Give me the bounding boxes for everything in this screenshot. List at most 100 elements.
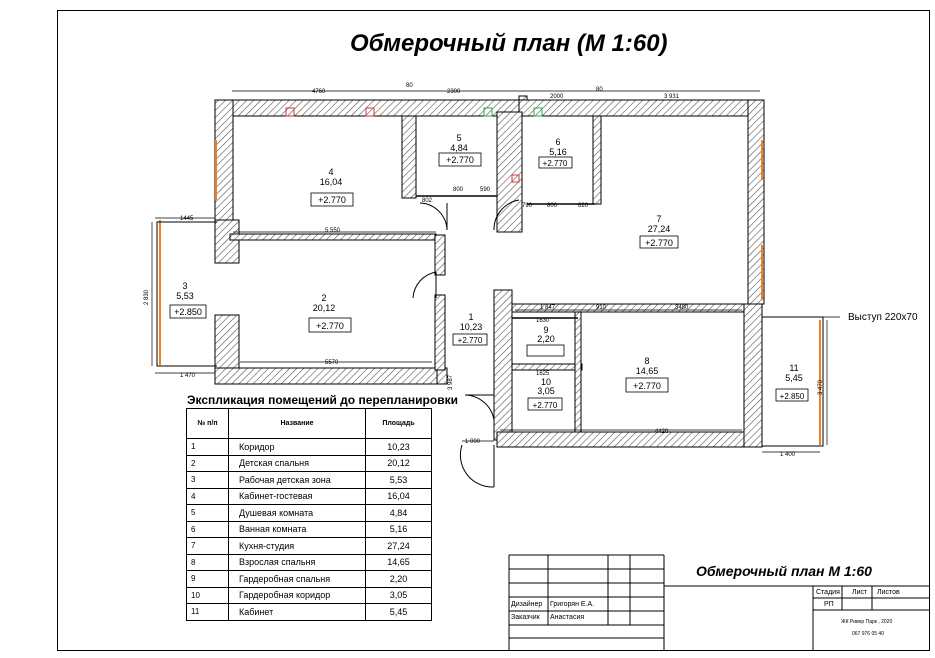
dim-label: 1 470	[180, 373, 196, 379]
dim-label: 802	[422, 198, 433, 204]
sheet-label: Лист	[852, 589, 868, 596]
dim-label: 4760	[312, 89, 326, 95]
svg-text:+2.770: +2.770	[458, 336, 483, 345]
dim-label: 2300	[447, 89, 461, 95]
title-block-lines	[508, 554, 930, 651]
svg-text:10: 10	[541, 377, 551, 387]
dim-label: 800	[547, 203, 558, 209]
stamp-title: Обмерочный план М 1:60	[696, 563, 872, 579]
client-name: Анастасия	[550, 614, 585, 621]
svg-text:27,24: 27,24	[648, 224, 671, 234]
dim-label: 1445	[180, 216, 194, 222]
svg-text:+2.770: +2.770	[633, 381, 661, 391]
svg-text:+2.770: +2.770	[533, 401, 558, 410]
dim-label: 620	[578, 203, 589, 209]
col-num: № п/п	[186, 408, 229, 439]
room-1: 110,23 +2.770	[452, 312, 488, 346]
svg-text:9: 9	[543, 325, 548, 335]
dimension-labels: 4760 80 2300 2000 80 3 931 5 550 5570 14…	[144, 83, 824, 458]
svg-text:+2.770: +2.770	[316, 321, 344, 331]
room-4: 416,04 +2.770	[310, 167, 354, 207]
svg-text:4,84: 4,84	[450, 143, 468, 153]
project-name: ЖК Ривер Парк , 2020	[841, 619, 893, 625]
dim-label: 790	[522, 203, 533, 209]
svg-text:5,45: 5,45	[785, 373, 803, 383]
svg-text:1: 1	[468, 312, 473, 322]
dim-label: 1 000	[465, 439, 481, 445]
dim-label: 1 847	[540, 305, 556, 311]
windows	[159, 140, 821, 445]
col-name: Название	[228, 408, 366, 439]
stage-value: РП	[824, 601, 834, 608]
dim-label: 3480	[675, 305, 689, 311]
svg-text:+2.770: +2.770	[318, 195, 346, 205]
room-2: 220,12 +2.770	[308, 293, 352, 333]
dim-label: 2 830	[144, 289, 150, 305]
room-9: 92,20	[526, 325, 565, 357]
room-3: 35,53 +2.850	[169, 281, 207, 319]
dim-label: 5 550	[325, 228, 341, 234]
dim-label: 80	[596, 87, 603, 93]
svg-text:3: 3	[182, 281, 187, 291]
client-label: Заказчик	[511, 614, 540, 621]
protrusion-callout: Выступ 220х70	[848, 312, 918, 323]
table-header: № п/п Название Площадь	[186, 408, 432, 439]
dim-label: 80	[406, 83, 413, 89]
designer-name: Григорян Е.А.	[550, 601, 595, 608]
dim-label: 910	[596, 305, 607, 311]
svg-text:+2.770: +2.770	[543, 159, 568, 168]
svg-text:+2.770: +2.770	[446, 155, 474, 165]
designer-label: Дизайнер	[511, 601, 543, 608]
drawing-title: Обмерочный план (М 1:60)	[350, 30, 668, 57]
doors	[412, 199, 520, 488]
svg-text:3,05: 3,05	[537, 386, 555, 396]
svg-text:16,04: 16,04	[320, 177, 343, 187]
walls	[214, 95, 765, 448]
dim-label: 4420	[655, 429, 669, 435]
sheets-label: Листов	[877, 589, 900, 596]
svg-text:+2.770: +2.770	[645, 238, 673, 248]
svg-text:4: 4	[328, 167, 333, 177]
svg-text:11: 11	[789, 363, 798, 373]
dim-label: 1 400	[780, 452, 796, 458]
svg-text:7: 7	[656, 214, 661, 224]
col-area: Площадь	[365, 408, 432, 439]
dim-label: 590	[480, 187, 491, 193]
svg-text:2,20: 2,20	[537, 334, 555, 344]
phone-number: 067 976 05 40	[852, 631, 884, 637]
dim-label: 3 987	[448, 374, 454, 390]
dim-label: 3 931	[664, 94, 680, 100]
svg-text:8: 8	[644, 356, 649, 366]
dim-label: 3 470	[818, 379, 824, 395]
stage-label: Стадия	[816, 589, 840, 596]
room-labels: 416,04 +2.770 54,84 +2.770 65,16 +2.770 …	[169, 133, 809, 411]
dim-label: 1625	[536, 371, 550, 377]
dim-label: 2000	[550, 94, 564, 100]
svg-text:5,16: 5,16	[549, 147, 567, 157]
dim-label: 1630	[536, 318, 550, 324]
svg-text:+2.850: +2.850	[780, 392, 805, 401]
explication-title: Экспликация помещений до перепланировки	[187, 393, 458, 407]
svg-text:5,53: 5,53	[176, 291, 194, 301]
svg-text:14,65: 14,65	[636, 366, 659, 376]
room-8: 814,65 +2.770	[625, 356, 669, 393]
drawing-frame	[57, 10, 930, 651]
room-5: 54,84 +2.770	[438, 133, 482, 167]
svg-text:6: 6	[555, 137, 560, 147]
room-7: 727,24 +2.770	[639, 214, 679, 249]
room-10: 103,05 +2.770	[527, 377, 563, 411]
svg-text:5: 5	[456, 133, 461, 143]
